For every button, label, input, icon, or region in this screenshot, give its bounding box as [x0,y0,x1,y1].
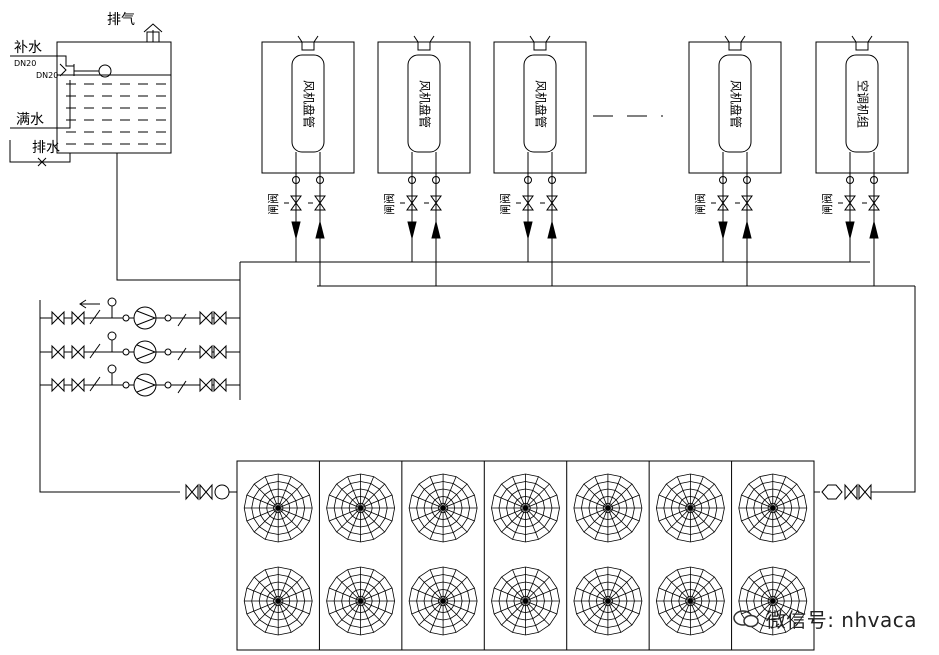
overflow-label: 满水 [16,112,44,128]
drain-label: 排水 [32,140,60,156]
fan [573,473,643,543]
gate-valve-label: 闸阀 [498,193,512,215]
watermark: 微信号: nhvaca [732,604,917,633]
fan [243,566,313,636]
watermark-text: 微信号: nhvaca [765,608,917,632]
expansion-tank [9,23,240,281]
terminal-name: 空调机组 [856,80,870,128]
terminal-name: 风机盘管 [302,80,317,128]
makeup-label: 补水 [14,40,42,56]
fan [408,473,478,543]
fan [326,473,396,543]
fan [491,566,560,636]
terminal-name: 风机盘管 [418,80,433,128]
pump-train [40,331,240,364]
fan [408,566,478,636]
condenser-fans [243,473,808,636]
fan [243,473,313,543]
terminal-name: 风机盘管 [534,80,549,128]
wechat-icon [732,609,759,627]
gate-valve-label: 闸阀 [266,193,280,215]
chiller-unit [236,460,815,651]
terminal-unit [377,35,471,286]
fan [573,566,643,636]
pump-train [40,297,240,330]
terminal-name: 风机盘管 [729,80,744,128]
terminal-unit [493,35,587,286]
chiller-inlet-valves [185,483,237,501]
fan [738,473,808,543]
terminal-units [261,35,909,286]
makeup-size-label: DN20 [14,59,36,68]
fan [655,473,725,543]
gate-valve-label: 闸阀 [820,193,834,215]
gate-valve-label: 闸阀 [382,193,396,215]
makeup-size-label-2: DN20 [36,71,58,80]
gate-valve-label: 闸阀 [693,193,707,215]
fan [326,566,396,636]
vent-label: 排气 [107,12,135,28]
pump-train [40,364,240,397]
terminal-unit [688,35,782,286]
chiller-outlet-valves [814,483,880,501]
terminal-unit [815,35,909,286]
fan [491,473,560,543]
fan [655,566,725,636]
circulation-pumps [40,297,240,397]
terminal-unit [261,35,355,286]
fan [738,566,808,636]
